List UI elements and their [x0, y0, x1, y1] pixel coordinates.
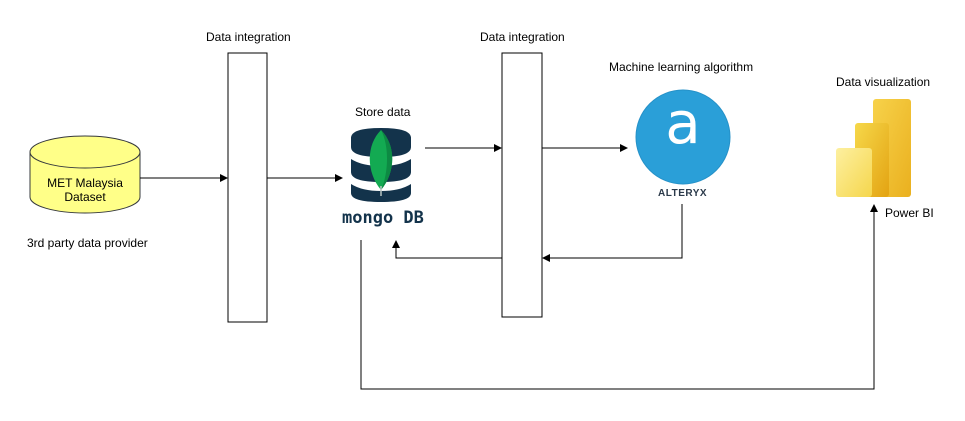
label-data-provider: 3rd party data provider — [27, 236, 148, 250]
dataset-label-line2: Dataset — [64, 190, 106, 204]
mongodb-wordmark: mongo DB — [342, 208, 424, 228]
alteryx-logo — [635, 89, 731, 185]
dataset-label-line1: MET Malaysia — [47, 176, 123, 190]
powerbi-logo — [836, 99, 911, 197]
label-integration-2: Data integration — [480, 30, 565, 44]
dataset-label: MET Malaysia Dataset — [30, 176, 140, 204]
arrow-integration-to-mongodb-return — [392, 240, 502, 259]
arrow-alteryx-to-integration — [542, 204, 683, 262]
label-integration-1: Data integration — [206, 30, 291, 44]
integration-box-1 — [227, 52, 268, 323]
alteryx-glyph: a — [665, 89, 701, 157]
dataset-cylinder — [29, 135, 141, 214]
arrow-mongodb-to-powerbi — [360, 204, 878, 390]
integration-box-2 — [501, 52, 543, 318]
label-store-data: Store data — [355, 105, 411, 119]
label-power-bi: Power BI — [885, 206, 934, 220]
alteryx-wordmark: ALTERYX — [658, 188, 708, 199]
label-machine-learning: Machine learning algorithm — [609, 60, 754, 74]
label-data-visualization: Data visualization — [836, 75, 931, 89]
mongodb-logo — [351, 128, 411, 202]
